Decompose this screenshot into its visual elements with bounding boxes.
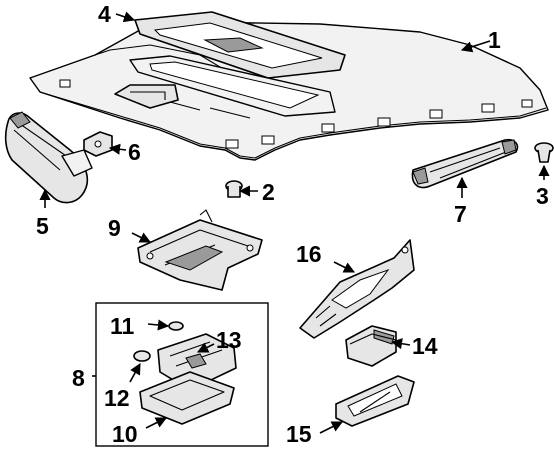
sunvisor-part	[4, 111, 93, 204]
leader-15	[319, 421, 344, 434]
callout-3: 3	[536, 183, 549, 209]
console-bracket-part	[299, 239, 415, 339]
callout-1: 1	[488, 27, 501, 53]
leader-16	[333, 261, 356, 273]
callout-14: 14	[412, 333, 438, 359]
clip-hole	[261, 135, 275, 145]
leader-1	[460, 40, 491, 53]
clip-hole	[481, 103, 495, 113]
assembly-box-8	[95, 302, 269, 447]
leader-9	[131, 232, 152, 243]
callout-9: 9	[108, 215, 121, 241]
clip-hole	[429, 109, 443, 119]
visor-holder-part	[83, 131, 113, 157]
leader-11	[147, 319, 170, 331]
callout-12: 12	[104, 385, 130, 411]
leader-6	[108, 143, 127, 155]
reading-lamp-part	[345, 325, 397, 367]
callout-11: 11	[110, 313, 135, 339]
leader-13	[196, 342, 215, 353]
callout-16: 16	[296, 241, 322, 267]
clip-hole	[377, 117, 391, 127]
callout-10: 10	[112, 421, 138, 447]
leader-14	[390, 338, 411, 350]
lamp-base-part	[157, 333, 237, 391]
callout-6: 6	[128, 139, 141, 165]
leader-10	[145, 417, 168, 429]
clip-hole	[225, 139, 239, 149]
assist-grip-part	[411, 138, 519, 189]
clip-hole	[321, 123, 335, 133]
clip-hole	[59, 79, 71, 88]
callout-8: 8	[72, 365, 85, 391]
lamp-lens-15-part	[335, 375, 415, 427]
callout-4: 4	[98, 1, 111, 27]
callout-15: 15	[286, 421, 312, 447]
bulb-part	[168, 321, 184, 331]
lamp-lens-part	[139, 371, 235, 425]
clip-hole	[521, 99, 533, 108]
bolt-part	[225, 180, 243, 198]
switch-part	[133, 350, 151, 362]
callout-5: 5	[36, 213, 49, 239]
leader-4	[115, 11, 136, 23]
callout-2: 2	[262, 179, 275, 205]
clip-part	[534, 142, 554, 163]
callout-13: 13	[216, 327, 242, 353]
sunroof-trim-part	[129, 11, 346, 117]
leader-12	[129, 363, 141, 383]
callout-7: 7	[454, 201, 467, 227]
lamp-bracket-part	[137, 209, 263, 291]
